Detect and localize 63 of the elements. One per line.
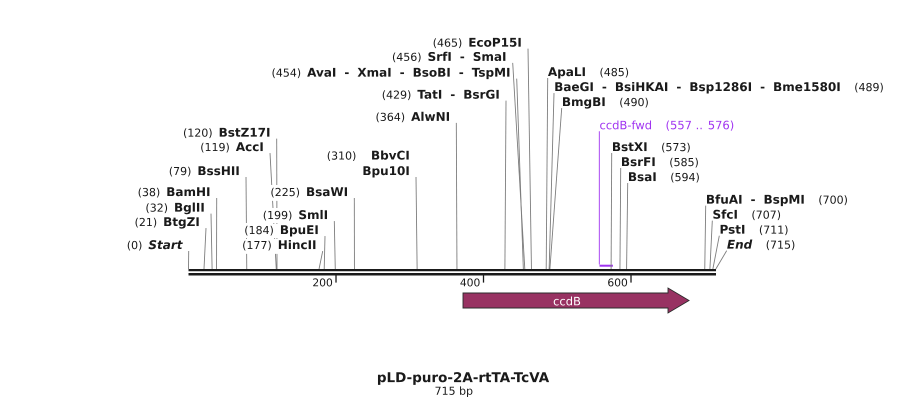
site-label: BstXI (573) — [613, 142, 690, 152]
site-label: BmgBI (490) — [563, 97, 648, 109]
site-label: BsrFI (585) — [622, 157, 698, 168]
map-title: pLD-puro-2A-rtTA-TcVA — [378, 372, 550, 385]
tick-label: 600 — [608, 278, 628, 286]
leader-line — [456, 122, 458, 270]
leader-line — [216, 198, 218, 270]
tick-label: 400 — [460, 278, 480, 286]
site-label: (454) AvaI - XmaI - BsoBI - TspMI — [272, 68, 510, 80]
leader-line — [709, 220, 713, 270]
leader-line — [712, 235, 720, 270]
leader-line — [549, 108, 562, 270]
site-label: (456) SrfI - SmaI — [392, 52, 506, 62]
site-label: PstI (711) — [720, 224, 788, 236]
site-label: (0) Start — [128, 240, 183, 250]
site-label: (364) AlwNI — [376, 112, 449, 122]
site-label: (310) BbvCI Bpu10I — [328, 150, 409, 178]
tick-label: 200 — [313, 278, 332, 286]
leader-line — [546, 78, 548, 270]
leader-line — [354, 198, 355, 270]
site-label: (120) BstZ17I — [184, 128, 270, 138]
sequence-bar — [188, 269, 716, 276]
leader-line — [324, 236, 326, 270]
leader-line — [704, 205, 706, 270]
site-label: BaeGI - BsiHKAI - Bsp1286I - Bme1580I (489) — [555, 82, 883, 94]
site-label: (177) HincII — [243, 240, 316, 250]
site-label: (38) BamHI — [138, 187, 210, 198]
site-label: SfcI (707) — [713, 210, 780, 220]
leader-line — [188, 250, 190, 270]
site-label: BsaI (594) — [629, 172, 699, 182]
site-label: (119) AccI — [201, 142, 263, 152]
site-label: (21) BtgZI — [136, 217, 199, 229]
site-label: (199) SmlI — [264, 210, 327, 220]
site-label: (184) BpuEI — [245, 225, 318, 237]
leader-line — [626, 182, 628, 270]
site-label: (79) BssHII — [170, 166, 239, 176]
leader-line — [318, 250, 324, 270]
site-label: (32) BglII — [146, 202, 204, 214]
primer-label: ccdB-fwd (557 .. 576) — [600, 120, 734, 131]
site-label: (465) EcoP15I — [434, 38, 521, 48]
site-label: ApaLI (485) — [548, 67, 628, 79]
leader-line — [276, 138, 278, 270]
leader-line — [516, 78, 524, 270]
leader-line — [610, 152, 612, 270]
leader-line — [715, 250, 728, 270]
site-label: BfuAI - BspMI (700) — [707, 194, 847, 206]
leader-line — [620, 168, 622, 270]
leader-line — [270, 152, 277, 270]
site-label: (225) BsaWI — [271, 187, 347, 198]
leader-line — [416, 176, 418, 270]
leader-line — [548, 92, 554, 270]
leader-line — [334, 220, 336, 270]
site-label: End (715) — [727, 240, 794, 250]
leader-line — [210, 213, 213, 270]
leader-line — [504, 100, 506, 270]
site-label: (429) TatI - BsrGI — [382, 90, 499, 100]
primer-mark — [600, 264, 613, 267]
leader-line — [204, 228, 206, 270]
leader-line — [598, 130, 600, 265]
leader-line — [512, 62, 526, 270]
leader-line — [528, 48, 532, 270]
leader-line — [246, 176, 248, 270]
sequence-length: 715 bp — [436, 386, 472, 398]
